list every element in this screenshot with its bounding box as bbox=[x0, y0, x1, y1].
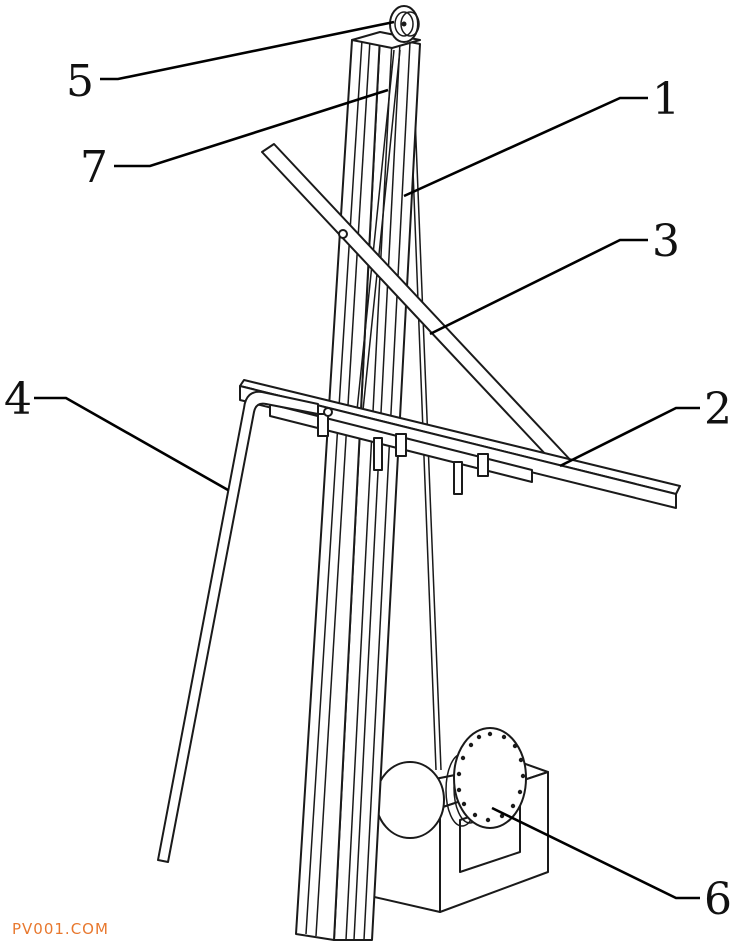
lower-rail bbox=[269, 403, 533, 495]
leader-1 bbox=[403, 96, 648, 198]
winch-assembly bbox=[369, 727, 549, 913]
mast-column bbox=[295, 31, 421, 941]
guide-rod bbox=[355, 49, 401, 421]
bent-arm-body bbox=[157, 390, 319, 863]
leader-5 bbox=[100, 20, 395, 81]
hanger-2 bbox=[453, 461, 463, 495]
label-1: 1 bbox=[652, 74, 680, 125]
label-3: 3 bbox=[652, 216, 680, 267]
clamp-3 bbox=[477, 453, 489, 477]
leader-lines bbox=[34, 20, 700, 900]
leader-3 bbox=[429, 238, 648, 336]
winch-flange-disc bbox=[453, 727, 527, 829]
hanger-1 bbox=[373, 437, 383, 471]
winch-flange-holes bbox=[456, 731, 526, 823]
leader-2 bbox=[559, 406, 700, 468]
label-5: 5 bbox=[66, 56, 94, 107]
winch-drum-left-disc bbox=[375, 761, 445, 839]
label-4: 4 bbox=[4, 374, 32, 425]
clamp-1 bbox=[317, 413, 329, 437]
reference-numerals: 1 2 3 4 5 6 7 bbox=[4, 56, 732, 925]
brace-pin bbox=[338, 229, 348, 239]
watermark: PV001.COM bbox=[12, 920, 109, 938]
clamp-2 bbox=[395, 433, 407, 457]
bent-arm bbox=[157, 390, 319, 863]
cross-beam bbox=[239, 379, 681, 509]
label-7: 7 bbox=[80, 142, 108, 193]
leader-7 bbox=[114, 88, 389, 168]
top-pulley bbox=[389, 5, 420, 43]
label-6: 6 bbox=[704, 874, 732, 925]
leader-6 bbox=[491, 806, 700, 900]
rail-pin bbox=[323, 407, 333, 417]
label-2: 2 bbox=[704, 384, 732, 435]
cross-beam-front bbox=[239, 385, 677, 509]
mast-top-cap bbox=[351, 31, 421, 49]
leader-4 bbox=[34, 396, 229, 492]
